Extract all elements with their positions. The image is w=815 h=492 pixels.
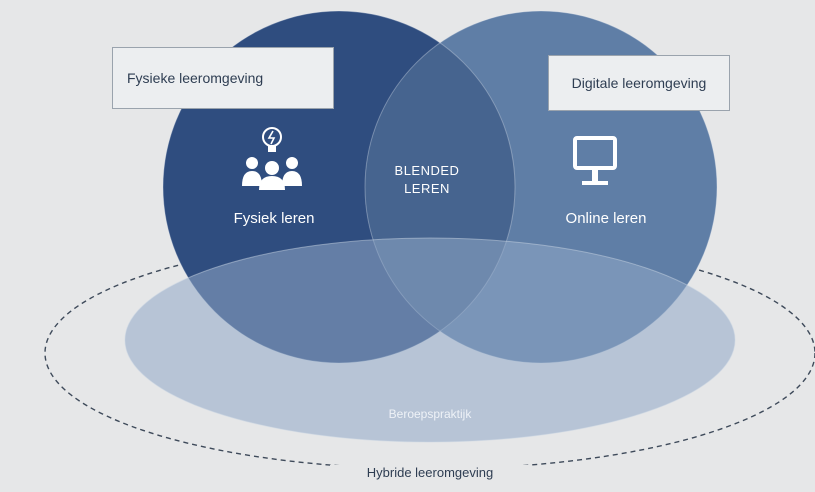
monitor-icon	[573, 136, 617, 185]
blended-learning-label: BLENDED LEREN	[372, 162, 482, 198]
people-with-lightbulb-icon	[242, 127, 302, 190]
hybrid-environment-label: Hybride leeromgeving	[330, 465, 530, 480]
digital-environment-box: Digitale leeromgeving	[548, 55, 730, 111]
digital-environment-label: Digitale leeromgeving	[571, 75, 707, 91]
online-learning-label: Online leren	[565, 210, 647, 227]
physical-environment-box: Fysieke leeromgeving	[112, 47, 334, 109]
practice-ellipse	[124, 237, 736, 443]
professional-practice-label: Beroepspraktijk	[388, 407, 472, 421]
blended-label-line2: LEREN	[404, 181, 450, 196]
blended-label-line1: BLENDED	[394, 163, 460, 178]
physical-environment-label: Fysieke leeromgeving	[127, 70, 264, 86]
physical-learning-label: Fysiek leren	[233, 210, 315, 227]
